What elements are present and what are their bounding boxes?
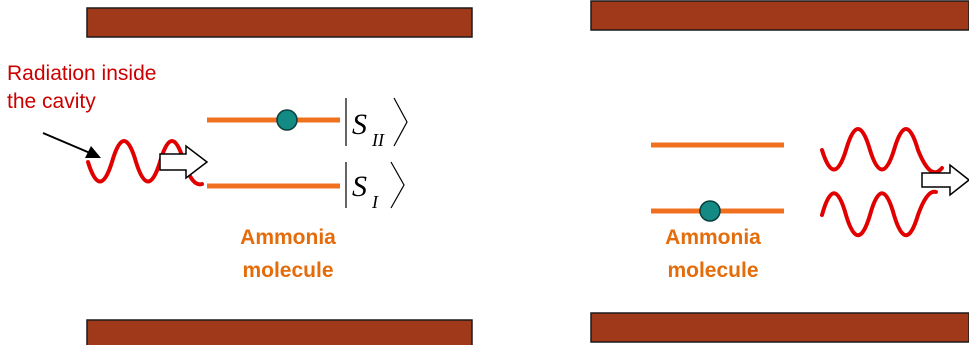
ket-upper-subscript: II bbox=[371, 130, 385, 150]
right-cavity-bottom-plate bbox=[590, 312, 969, 343]
emitted-wave-upper bbox=[820, 127, 944, 175]
emitted-wave-lower bbox=[820, 189, 938, 237]
radiation-label-line1: Radiation inside bbox=[7, 62, 156, 85]
right-panel: Ammonia molecule bbox=[590, 0, 969, 343]
ket-lower-subscript: I bbox=[371, 192, 379, 212]
right-molecule-label-line2: molecule bbox=[667, 259, 758, 282]
left-molecule-label-line2: molecule bbox=[242, 259, 333, 282]
left-molecule-label-line1: Ammonia bbox=[240, 226, 336, 249]
ket-upper-symbol: S bbox=[352, 108, 367, 141]
left-cavity-top-plate bbox=[86, 7, 473, 38]
right-molecule-label-line1: Ammonia bbox=[665, 226, 761, 249]
pointer-arrow bbox=[42, 132, 101, 158]
left-cavity-bottom-plate bbox=[86, 319, 473, 345]
right-cavity-top-plate bbox=[590, 0, 969, 31]
ket-lower-symbol: S bbox=[352, 170, 367, 203]
right-ammonia-molecule-dot bbox=[699, 200, 721, 222]
incoming-photon-arrow bbox=[159, 144, 209, 180]
ammonia-molecule-dot bbox=[276, 109, 298, 131]
left-panel: Radiation inside the cavity S II S I bbox=[7, 7, 473, 345]
radiation-label-line2: the cavity bbox=[7, 90, 96, 113]
ket-state-upper: S II bbox=[345, 97, 408, 150]
outgoing-photon-arrow bbox=[921, 163, 969, 197]
ket-state-lower: S I bbox=[345, 161, 405, 212]
